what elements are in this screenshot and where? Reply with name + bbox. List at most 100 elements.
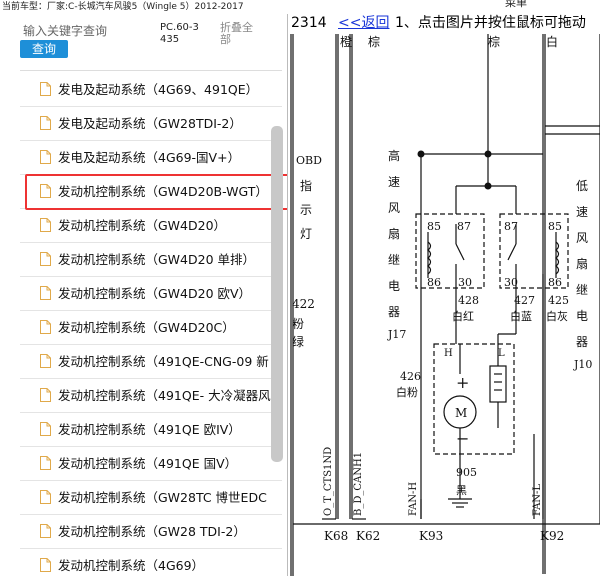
back-link[interactable]: <<返回 [338, 15, 390, 31]
pin-85-right: 85 [548, 220, 562, 233]
low-label-3: 风 [576, 231, 588, 245]
signal-fan-h: FAN-H [408, 482, 419, 516]
document-icon [40, 320, 51, 334]
circuit-list-item-label: 发动机控制系统（GW4D20C） [58, 320, 235, 335]
circuit-list-item[interactable]: 发动机控制系统（4G69） [20, 549, 282, 576]
connector-k62: K62 [356, 529, 380, 543]
high-label-1: 高 [388, 148, 400, 163]
low-label-7: 器 [576, 335, 588, 349]
signal-o-t-cts1nd: O_T_CTS1ND [323, 447, 334, 516]
circuit-list-item[interactable]: 发动机控制系统（GW4D20 欧V） [20, 277, 282, 311]
document-icon [40, 490, 51, 504]
high-label-4: 扇 [388, 226, 400, 241]
search-area: 查询 PC.60-3435 折叠全部 [0, 14, 287, 62]
circuit-list-item[interactable]: 发动机控制系统（491QE- 大冷凝器风 [20, 379, 282, 413]
high-label-3: 风 [388, 201, 400, 215]
left-char-1: 指 [300, 178, 312, 193]
selection-highlight [25, 174, 287, 210]
wiring-diagram[interactable]: 橙 棕 棕 白 OBD 指 示 灯 422 粉 绿 高 速 风 扇 继 电 器 … [288, 14, 600, 576]
page-number: 2314 [291, 15, 327, 31]
circuit-list-item-label: 发动机控制系统（491QE 国V） [58, 456, 238, 471]
motor-l-pin: L [498, 348, 505, 359]
circuit-list-item-label: 发动机控制系统（GW4D20 单排） [58, 252, 256, 267]
circuit-list-item-label: 发动机控制系统（GW28TC 博世EDC [58, 490, 267, 505]
pin-30-left: 30 [458, 276, 472, 289]
circuit-list-item-label: 发动机控制系统（491QE-CNG-09 新 [58, 354, 269, 369]
obd-label: OBD [296, 154, 322, 167]
circuit-list-item[interactable]: 发动机控制系统（GW4D20C） [20, 311, 282, 345]
document-icon [40, 422, 51, 436]
document-icon [40, 286, 51, 300]
pin-85-left: 85 [427, 220, 441, 233]
wire-426-color: 白粉 [396, 385, 418, 399]
wire-425-color: 白灰 [546, 309, 568, 323]
circuit-list-item-label: 发电及起动系统（4G69、491QE） [58, 82, 259, 97]
diagram-header: 2314 <<返回 1、点击图片并按住鼠标可拖动 [288, 14, 600, 32]
circuit-list-item[interactable]: 发电及起动系统（4G69-国V+） [20, 141, 282, 175]
circuit-list-item[interactable]: 发动机控制系统（GW28TC 博世EDC [20, 481, 282, 515]
sidebar: 查询 PC.60-3435 折叠全部 发电及起动系统（4G69、491QE）发电… [0, 14, 288, 576]
wire-color-2: 棕 [368, 34, 380, 49]
wire-422-color-1: 粉 [292, 317, 304, 331]
high-relay-id: J17 [387, 328, 406, 341]
wire-428-num: 428 [458, 294, 479, 307]
menu-link[interactable]: 菜单 [505, 0, 527, 9]
motor-h-pin: H [444, 348, 453, 359]
high-label-6: 电 [388, 279, 400, 293]
document-icon [40, 456, 51, 470]
wire-425-num: 425 [548, 294, 569, 307]
circuit-list-item[interactable]: 发电及起动系统（4G69、491QE） [20, 73, 282, 107]
wire-color-4: 白 [546, 34, 558, 49]
wire-422-num: 422 [292, 297, 315, 311]
circuit-list-item-label: 发动机控制系统（GW4D20） [58, 218, 227, 233]
wire-428-color: 白红 [452, 309, 474, 323]
collapse-all-link[interactable]: 折叠全部 [220, 21, 253, 46]
circuit-list-item[interactable]: 发动机控制系统（GW4D20） [20, 209, 282, 243]
wire-color-3: 棕 [488, 34, 500, 49]
document-icon [40, 218, 51, 232]
low-label-2: 速 [576, 205, 588, 219]
low-label-1: 低 [576, 179, 588, 193]
circuit-list-item-label: 发动机控制系统（GW4D20B-WGT） [58, 184, 268, 199]
motor-plus: + [456, 373, 469, 392]
high-label-5: 继 [388, 253, 400, 267]
circuit-list-item[interactable]: 发电及起动系统（GW28TDI-2） [20, 107, 282, 141]
circuit-list-item-label: 发动机控制系统（491QE 欧IV） [58, 422, 241, 437]
sidebar-scrollbar[interactable] [271, 126, 283, 462]
connector-k92: K92 [540, 529, 564, 543]
circuit-list-item[interactable]: 发动机控制系统（491QE 国V） [20, 447, 282, 481]
circuit-list-item-label: 发动机控制系统（491QE- 大冷凝器风 [58, 388, 271, 403]
connector-k93: K93 [419, 529, 443, 543]
wire-905-color: 黑 [456, 484, 467, 497]
search-input[interactable] [20, 22, 154, 40]
document-icon [40, 116, 51, 130]
low-relay-id: J10 [573, 358, 592, 371]
wire-905-num: 905 [456, 466, 477, 479]
circuit-list-item[interactable]: 发动机控制系统（491QE-CNG-09 新 [20, 345, 282, 379]
circuit-list: 发电及起动系统（4G69、491QE） 发电及起动系统（GW28TDI-2） 发电及… [20, 73, 282, 576]
motor-minus: − [456, 429, 469, 448]
signal-b-d-canh1: B_D_CANH1 [353, 452, 364, 516]
document-icon [40, 558, 51, 572]
wire-426-num: 426 [400, 370, 421, 383]
low-label-5: 继 [576, 283, 588, 297]
document-icon [40, 524, 51, 538]
query-button[interactable]: 查询 [20, 40, 68, 58]
document-icon [40, 184, 51, 198]
wire-color-1: 橙 [340, 34, 352, 49]
instruction-text: 1、点击图片并按住鼠标可拖动 [395, 15, 586, 31]
diagram-panel: 橙 棕 棕 白 OBD 指 示 灯 422 粉 绿 高 速 风 扇 继 电 器 … [288, 14, 600, 576]
low-label-4: 扇 [576, 256, 588, 271]
circuit-list-item-label: 发电及起动系统（4G69-国V+） [58, 150, 241, 165]
pin-87-right: 87 [504, 220, 518, 233]
pin-86-right: 86 [548, 276, 562, 289]
high-label-7: 器 [388, 305, 400, 319]
circuit-list-item[interactable]: 发动机控制系统（491QE 欧IV） [20, 413, 282, 447]
document-icon [40, 354, 51, 368]
circuit-list-item[interactable]: 发动机控制系统（GW28 TDI-2） [20, 515, 282, 549]
high-label-2: 速 [388, 175, 400, 189]
wire-427-num: 427 [514, 294, 535, 307]
circuit-list-item[interactable]: 发动机控制系统（GW4D20 单排） [20, 243, 282, 277]
divider [20, 70, 282, 71]
vehicle-info: 当前车型：厂家:C-长城汽车风骏5（Wingle 5）2012-2017 [2, 2, 244, 12]
